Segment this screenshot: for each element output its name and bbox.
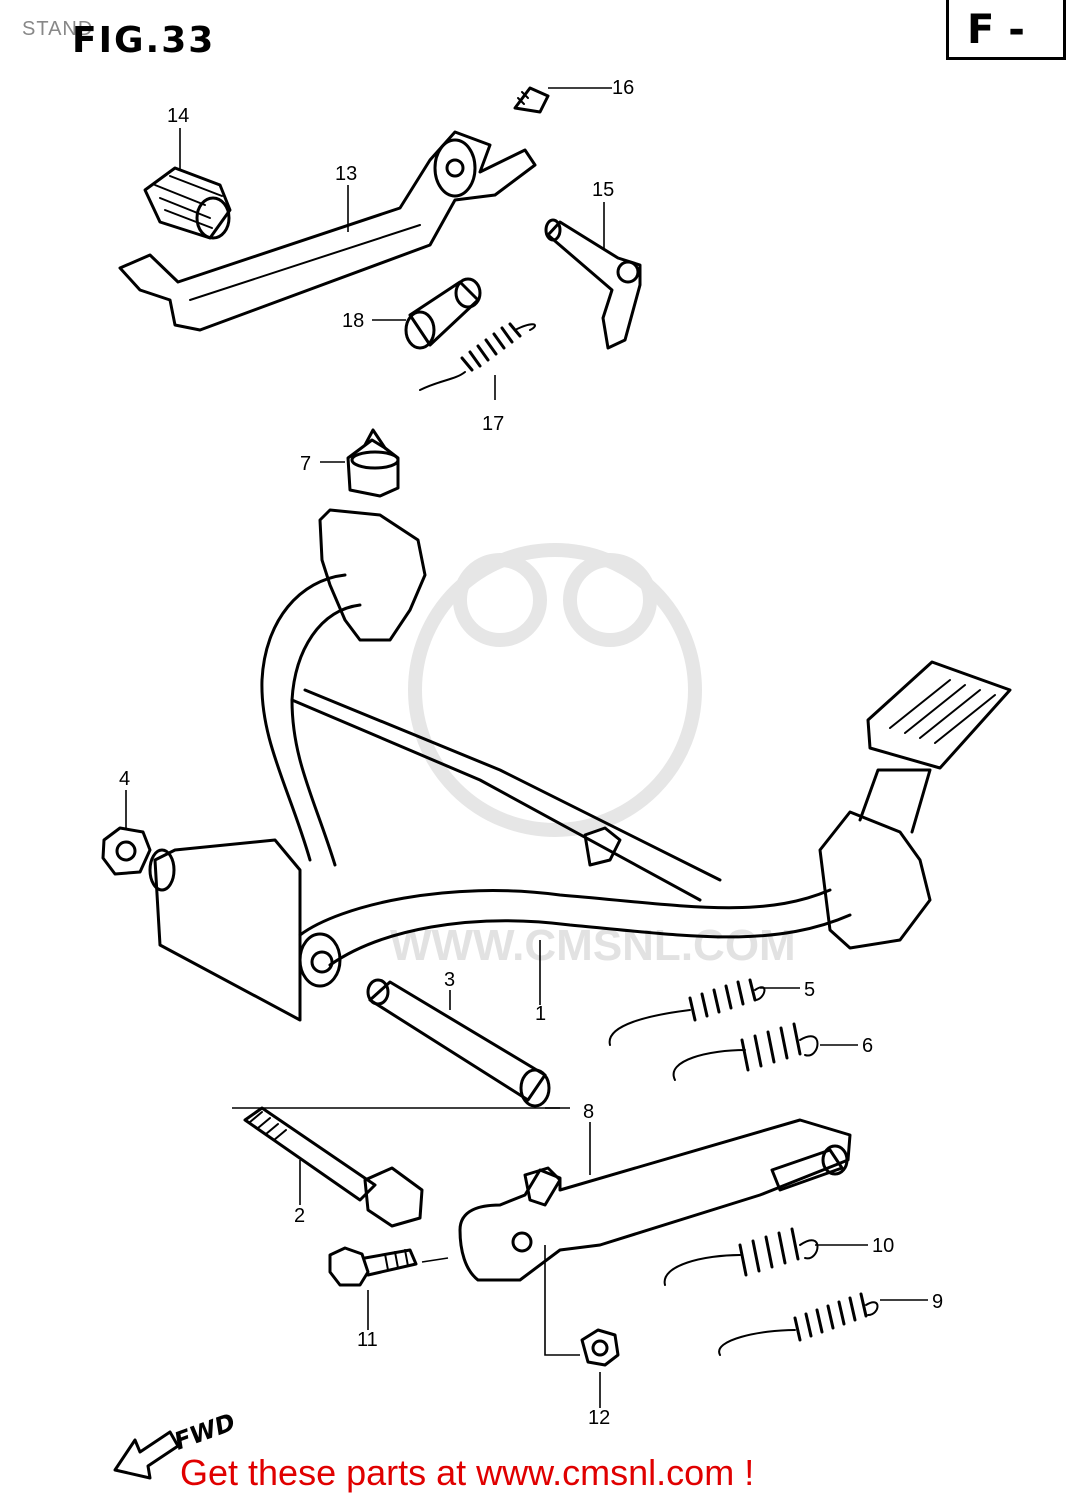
label-3: 3 (444, 969, 455, 991)
part-14-rubber-grip[interactable] (143, 166, 232, 240)
part-3-pipe[interactable] (366, 978, 551, 1108)
part-2-bolt[interactable] (243, 1106, 424, 1228)
label-8: 8 (583, 1101, 594, 1123)
part-8-side-stand[interactable] (458, 1118, 852, 1282)
part-18-collar[interactable] (404, 277, 482, 350)
part-1-center-stand[interactable] (148, 508, 1012, 1022)
part-10-spring[interactable] (663, 1227, 819, 1286)
section-box: F - (946, 0, 1066, 60)
label-2: 2 (294, 1205, 305, 1227)
label-18: 18 (342, 310, 364, 332)
label-1: 1 (535, 1003, 546, 1025)
part-6-spring[interactable] (672, 1022, 819, 1081)
label-5: 5 (804, 979, 815, 1001)
part-5-spring[interactable] (608, 978, 766, 1046)
part-16-bolt[interactable] (513, 86, 550, 114)
part-17-spring[interactable] (419, 322, 536, 391)
label-11: 11 (357, 1329, 378, 1351)
part-13-brake-pedal[interactable] (118, 130, 537, 332)
label-16: 16 (612, 77, 634, 99)
part-11-bolt[interactable] (328, 1246, 418, 1287)
watermark-text: WWW.CMSNL.COM (390, 921, 796, 970)
leader-lines (125, 87, 928, 1408)
label-17: 17 (482, 413, 504, 435)
part-12-nut[interactable] (580, 1328, 620, 1367)
label-13: 13 (335, 163, 357, 185)
label-14: 14 (167, 105, 189, 127)
fwd-label: FWD (170, 1408, 239, 1456)
label-7: 7 (300, 453, 311, 475)
diagram-caption: STAND (22, 18, 94, 40)
part-4-nut[interactable] (101, 826, 152, 876)
part-9-spring[interactable] (718, 1292, 879, 1356)
part-15-pivot-shaft[interactable] (544, 218, 642, 350)
label-6: 6 (862, 1035, 873, 1057)
label-4: 4 (119, 768, 130, 790)
label-10: 10 (872, 1235, 894, 1257)
footer-link-text[interactable]: Get these parts at www.cmsnl.com ! (180, 1452, 755, 1493)
label-9: 9 (932, 1291, 943, 1313)
figure-title: FIG.33 (72, 20, 216, 61)
label-15: 15 (592, 179, 614, 201)
part-7-stopper[interactable] (346, 428, 400, 498)
watermark-logo: WWW.CMSNL.COM (390, 543, 796, 970)
label-12: 12 (588, 1407, 610, 1429)
